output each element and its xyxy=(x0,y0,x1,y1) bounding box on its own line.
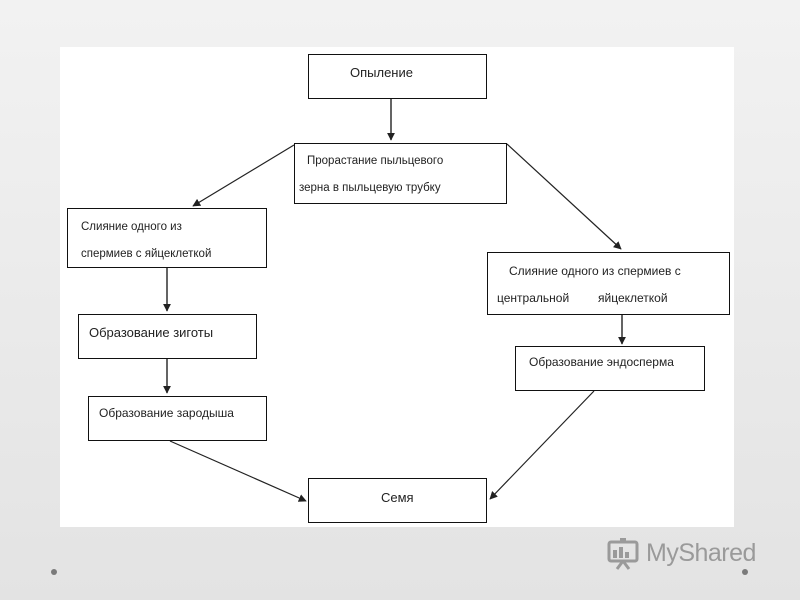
node-endosperm-label: Образование эндосперма xyxy=(529,355,674,369)
node-seed-label: Семя xyxy=(381,490,414,505)
node-central-fusion-line1: Слияние одного из спермиев с xyxy=(509,264,681,278)
node-embryo-label: Образование зародыша xyxy=(99,406,234,420)
node-central-fusion-line2-right: яйцеклеткой xyxy=(598,291,668,305)
node-central-fusion-line2-left: центральной xyxy=(497,291,570,305)
node-zygote-label: Образование зиготы xyxy=(89,325,214,340)
node-egg-fusion: Слияние одного из спермиев с яйцеклеткой xyxy=(67,208,267,268)
slide-dot-left xyxy=(51,569,57,575)
slide-dot-right xyxy=(742,569,748,575)
node-germination-line2: зерна в пыльцевую трубку xyxy=(299,182,441,194)
node-seed: Семя xyxy=(308,478,487,523)
node-pollination-label: Опыление xyxy=(350,65,413,80)
node-pollination: Опыление xyxy=(308,54,487,99)
node-germination-line1: Прорастание пыльцевого xyxy=(307,155,444,167)
node-germination: Прорастание пыльцевого зерна в пыльцевую… xyxy=(294,143,507,204)
node-embryo: Образование зародыша xyxy=(88,396,267,441)
logo-text: MyShared xyxy=(646,538,756,567)
node-zygote: Образование зиготы xyxy=(78,314,257,359)
node-central-fusion: Слияние одного из спермиев с центральной… xyxy=(487,252,730,315)
node-egg-fusion-line2: спермиев с яйцеклеткой xyxy=(81,248,212,260)
myshared-logo: MyShared xyxy=(606,536,756,570)
presentation-board-icon xyxy=(607,538,639,570)
node-egg-fusion-line1: Слияние одного из xyxy=(81,221,182,233)
node-endosperm: Образование эндосперма xyxy=(515,346,705,391)
